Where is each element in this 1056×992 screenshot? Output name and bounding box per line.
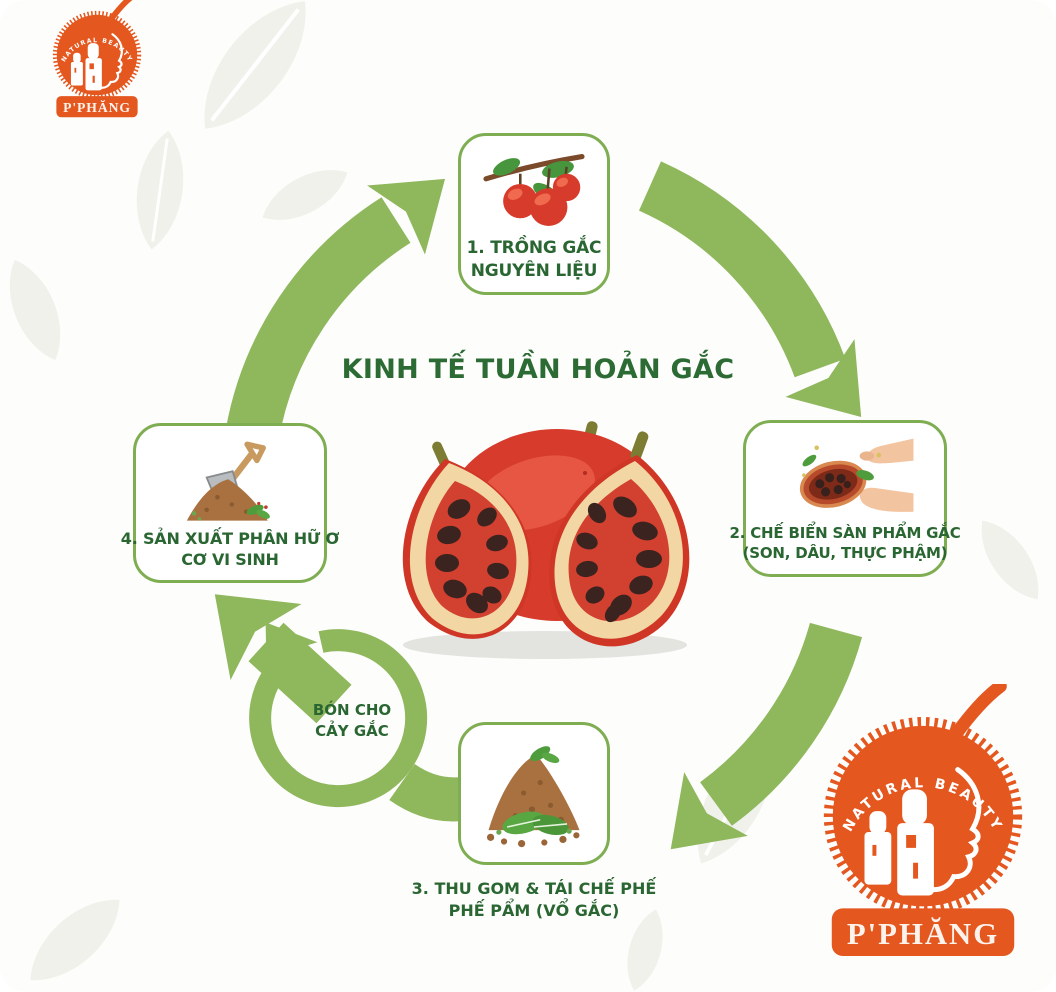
step-1-label-line1: 1. TRỒNG GẮC (466, 238, 602, 259)
straight-arrow-to-step4 (248, 622, 352, 724)
gac-fruit-illustration (385, 413, 705, 665)
lipstick-icon-small (70, 52, 83, 86)
arrow-head-to-step4 (214, 594, 302, 681)
brand-name: P'PHĂNG (63, 99, 131, 115)
diagram-title: KINH TẾ TUẦN HOẢN GẮC (341, 354, 735, 385)
step-3-card (458, 722, 610, 865)
arrow-head-bottom-right (670, 772, 748, 850)
brand-logo-top-left: NATURAL BEAUTY P'PHĂNG (52, 0, 142, 118)
lipstick-icon-large (85, 43, 102, 91)
loop-label: BÓN CHO CẢY GẮC (272, 700, 432, 742)
brand-logo-bottom-right: NATURAL BEAUTY P'PHĂNG (823, 684, 1023, 956)
step-2-label-line1: 2. CHẾ BIỂN SÀN PHẨM GẮC (729, 524, 961, 543)
gac-seeds-right (576, 496, 662, 623)
lipstick-icon-large (897, 789, 934, 896)
step-3-label-line2: PHẾ PẨM (VỔ GẮC) (448, 900, 620, 920)
gac-half-left (402, 441, 532, 639)
gac-seeds-left (435, 499, 509, 614)
step-4-label-line2: CƠ VI SINH (181, 549, 279, 569)
step-4-card: 4. SẢN XUẤT PHÂN HỮ Ơ CƠ VI SINH (121, 423, 339, 583)
brand-banner: P'PHĂNG (56, 96, 138, 118)
step-2-card: 2. CHẾ BIỂN SÀN PHẨM GẮC (SON, DÂU, THỰC… (729, 420, 961, 577)
hands-processing-gac-icon (799, 438, 914, 512)
loop-label-line2: CẢY GẮC (315, 722, 389, 740)
shovel-soil-icon (186, 441, 270, 521)
arrow-head-top-left (367, 178, 446, 255)
lipstick-icon-small (864, 811, 892, 885)
arrow-head-top-right (785, 339, 862, 418)
loop-label-line1: BÓN CHO (312, 701, 392, 719)
step-1-label-line2: NGUYÊN LIỆU (470, 260, 598, 281)
step-3-label: 3. THU GOM & TÁI CHẾ PHẾ PHẾ PẨM (VỔ GẮC… (384, 878, 684, 921)
step-4-label-line1: 4. SẢN XUẤT PHÂN HỮ Ơ (120, 528, 340, 548)
recycle-loop-ring (249, 629, 428, 808)
step-2-label-line2: (SON, DÂU, THỰC PHẬM) (742, 544, 948, 563)
arc-arrow-top-left (225, 197, 411, 441)
arc-arrow-bottom-right (699, 622, 863, 826)
arc-arrow-top-right (638, 161, 846, 378)
step-3-label-line1: 3. THU GOM & TÁI CHẾ PHẾ (411, 879, 657, 898)
brand-banner: P'PHĂNG (831, 908, 1015, 956)
gac-fruit-branch-icon (483, 153, 585, 226)
compost-pile-icon (486, 745, 580, 847)
face-profile-icon (99, 33, 123, 89)
step-1-card: 1. TRỒNG GẮC NGUYÊN LIỆU (458, 133, 610, 295)
brand-name: P'PHĂNG (847, 916, 999, 951)
gac-half-right (549, 431, 690, 647)
face-profile-icon (929, 767, 982, 893)
